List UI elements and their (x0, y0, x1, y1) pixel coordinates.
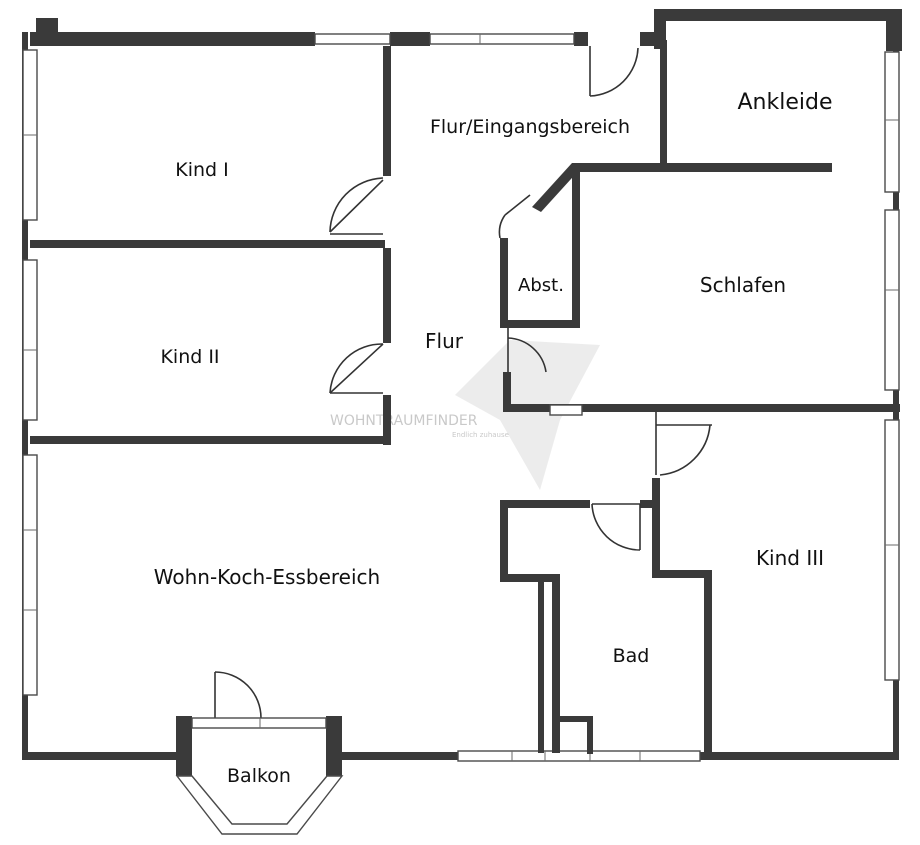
window-right-3 (884, 419, 900, 681)
wall-kind2-right-top (383, 248, 391, 343)
label-bad: Bad (613, 645, 650, 667)
wall-kind2-bottom (30, 436, 385, 444)
wall-top-left (30, 32, 315, 46)
wall-top-right (654, 9, 894, 21)
wall-top-mid (390, 32, 430, 46)
wall-bottom-right (700, 752, 899, 760)
wall-flur-right-stub (503, 372, 511, 412)
wall-abst-right (572, 168, 580, 326)
wall-corner-tl (36, 18, 58, 40)
wall-abst-left (500, 238, 508, 326)
wall-kind2-right-bottom (383, 395, 391, 445)
door-abst-leaf (504, 194, 531, 216)
label-flur: Flur (425, 329, 464, 353)
wall-abst-bottom (500, 320, 580, 328)
wall-top-stub2 (640, 32, 654, 46)
windows (22, 33, 900, 762)
wall-diagonal (532, 163, 581, 212)
window-left-2 (22, 259, 38, 421)
doors (214, 46, 712, 719)
wall-ankleide-bottom (572, 163, 832, 172)
wall-bottom-mid (340, 752, 458, 760)
wall-bad-left (552, 578, 560, 753)
balcony-wall-left (176, 716, 192, 776)
balcony-window (191, 717, 327, 729)
wall-kind3-left-lower (704, 570, 712, 755)
wall-ankleide-left-top (654, 9, 666, 49)
label-flur-eingang: Flur/Eingangsbereich (430, 116, 630, 138)
window-left-3 (22, 454, 38, 696)
label-schlafen: Schlafen (700, 273, 786, 297)
label-kind3: Kind III (756, 546, 824, 570)
wall-kind1-bottom (30, 240, 385, 248)
door-kind1-arc (329, 177, 384, 233)
wall-bad-outer-left (500, 500, 508, 580)
label-kind2: Kind II (160, 346, 219, 368)
wall-kind3-left (652, 478, 660, 578)
vent-schlafen (549, 404, 583, 416)
window-right-2 (884, 209, 900, 391)
balcony (175, 716, 344, 835)
door-balkon-arc (214, 671, 262, 719)
window-bottom (457, 750, 701, 762)
wall-kind1-right (383, 46, 391, 176)
balcony-wall-right (326, 716, 342, 776)
window-top-2 (429, 33, 575, 45)
watermark-logo-shape (455, 340, 600, 490)
door-kind1-leaf (329, 179, 384, 233)
watermark-tagline: Endlich zuhause (452, 431, 509, 439)
wall-schlafen-bottom (503, 404, 900, 412)
door-schlafen-arc (507, 337, 547, 373)
door-kind3-arc (659, 424, 711, 476)
room-labels: Kind I Flur/Eingangsbereich Ankleide Abs… (154, 90, 833, 787)
wall-top-stub (574, 32, 588, 46)
wall-bad-left-shaft (538, 578, 544, 753)
door-kind2-leaf (329, 343, 384, 394)
wall-bottom-left (22, 752, 177, 760)
window-top-1 (314, 33, 391, 45)
wall-kind3-step (652, 570, 712, 578)
wall-bad-top-left (500, 500, 590, 508)
balcony-railing (175, 775, 344, 835)
wall-bad-top-right (640, 500, 660, 508)
wall-corner-tr (886, 9, 902, 51)
wall-ankleide-left (660, 40, 667, 165)
label-ankleide: Ankleide (738, 90, 833, 115)
label-wohn: Wohn-Koch-Essbereich (154, 565, 380, 589)
label-abstell: Abst. (518, 275, 564, 296)
watermark-brand: WOHNTRAUMFINDER (330, 413, 478, 429)
window-right-1 (884, 51, 900, 193)
door-entrance-arc (589, 47, 639, 97)
interior-walls (30, 40, 900, 755)
wall-bad-shaft-right (587, 716, 593, 754)
door-bad-arc (591, 503, 641, 551)
label-balkon: Balkon (227, 765, 291, 787)
wall-bad-shaft-top (560, 716, 592, 722)
label-kind1: Kind I (175, 159, 228, 181)
wall-bad-step (500, 574, 560, 582)
door-abst-arc (498, 214, 506, 239)
door-kind2-arc (329, 343, 384, 394)
watermark: WOHNTRAUMFINDER Endlich zuhause (330, 340, 600, 490)
